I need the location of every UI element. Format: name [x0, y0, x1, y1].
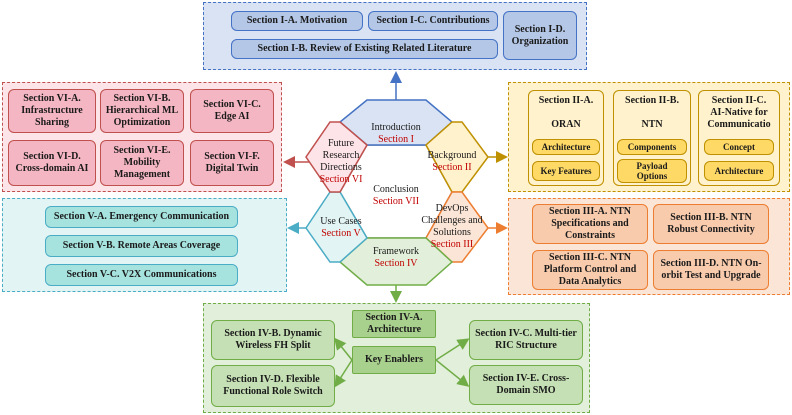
- section-1d-organization-box: Section I-D. Organization: [503, 11, 577, 60]
- section-4d-box: Section IV-D. Flexible Functional Role S…: [211, 365, 335, 407]
- section-1b-review-box: Section I-B. Review of Existing Related …: [231, 39, 498, 59]
- section-3c-box: Section III-C. NTN Platform Control and …: [532, 250, 648, 290]
- section-5c-box: Section V-C. V2X Communications: [45, 264, 238, 286]
- hex-framework-label: Framework Section IV: [356, 246, 436, 270]
- hex-introduction-label: Introduction Section I: [356, 122, 436, 146]
- key-enablers-box: Key Enablers: [352, 346, 436, 374]
- ntn-components-box: Components: [617, 139, 687, 155]
- connector-enablers-4c: [435, 338, 470, 361]
- section-1c-contributions-box: Section I-C. Contributions: [368, 11, 498, 31]
- hex-framework-section: Section IV: [374, 258, 418, 269]
- section-1a-motivation-box: Section I-A. Motivation: [231, 11, 363, 31]
- oran-key-features-box: Key Features: [532, 161, 600, 181]
- section-2c-name: AI-Native for Communicatio: [707, 107, 771, 130]
- hex-background-section: Section II: [432, 162, 472, 173]
- section-4b-box: Section IV-B. Dynamic Wireless FH Split: [211, 320, 335, 360]
- section-2b-name: NTN: [641, 119, 663, 130]
- section-2a-name: ORAN: [551, 119, 581, 130]
- section-4e-box: Section IV-E. Cross-Domain SMO: [469, 365, 583, 405]
- hex-conclusion-title: Conclusion: [373, 184, 419, 195]
- hex-conclusion-section: Section VII: [372, 196, 420, 207]
- hex-devops-label: DevOps Challenges and Solutions Section …: [420, 203, 484, 251]
- hex-future-section: Section VI: [319, 174, 363, 185]
- hex-framework-title: Framework: [372, 246, 420, 257]
- section-6a-box: Section VI-A. Infrastructure Sharing: [8, 89, 96, 133]
- hex-conclusion-label: Conclusion Section VII: [356, 184, 436, 208]
- section-5b-box: Section V-B. Remote Areas Coverage: [45, 235, 238, 257]
- hex-future-label: Future Research Directions Section VI: [312, 138, 370, 186]
- hex-devops-section: Section III: [430, 239, 474, 250]
- hex-future: [305, 121, 368, 193]
- hex-devops-title: DevOps Challenges and Solutions: [421, 203, 483, 238]
- oran-architecture-box: Architecture: [532, 139, 600, 155]
- hex-usecases-label: Use Cases Section V: [312, 216, 370, 240]
- section-3a-box: Section III-A. NTN Specifications and Co…: [532, 204, 648, 244]
- ai-concept-box: Concept: [704, 139, 774, 155]
- connector-enablers-4e: [435, 359, 470, 387]
- hex-usecases-section: Section V: [321, 228, 361, 239]
- section-6e-box: Section VI-E. Mobility Management: [100, 140, 184, 186]
- section-3d-box: Section III-D. NTN On-orbit Test and Upg…: [653, 250, 769, 290]
- section-4a-box: Section IV-A. Architecture: [352, 310, 436, 338]
- hex-usecases-title: Use Cases: [320, 216, 362, 227]
- section-6d-box: Section VI-D. Cross-domain AI: [8, 140, 96, 186]
- hex-introduction-title: Introduction: [371, 122, 421, 133]
- section-5a-box: Section V-A. Emergency Communication: [45, 206, 238, 228]
- section-2c-head: Section II-C.: [711, 95, 767, 106]
- section-6b-box: Section VI-B. Hierarchical ML Optimizati…: [100, 89, 184, 133]
- section-4c-box: Section IV-C. Multi-tier RIC Structure: [469, 320, 583, 360]
- section-2a-head: Section II-A.: [538, 95, 594, 106]
- section-6f-box: Section VI-F. Digital Twin: [190, 140, 274, 186]
- hex-introduction-section: Section I: [378, 134, 414, 145]
- hex-background-title: Background: [427, 150, 477, 161]
- section-6c-box: Section VI-C. Edge AI: [190, 89, 274, 133]
- hex-background-label: Background Section II: [420, 150, 484, 174]
- section-2b-head: Section II-B.: [625, 95, 679, 106]
- ai-architecture-box: Architecture: [704, 161, 774, 181]
- connector-enablers-4b: [334, 337, 353, 361]
- section-3b-box: Section III-B. NTN Robust Connectivity: [653, 204, 769, 244]
- ntn-payload-options-box: Payload Options: [617, 159, 687, 183]
- hex-future-title: Future Research Directions: [320, 138, 362, 173]
- connector-enablers-4d: [334, 359, 353, 388]
